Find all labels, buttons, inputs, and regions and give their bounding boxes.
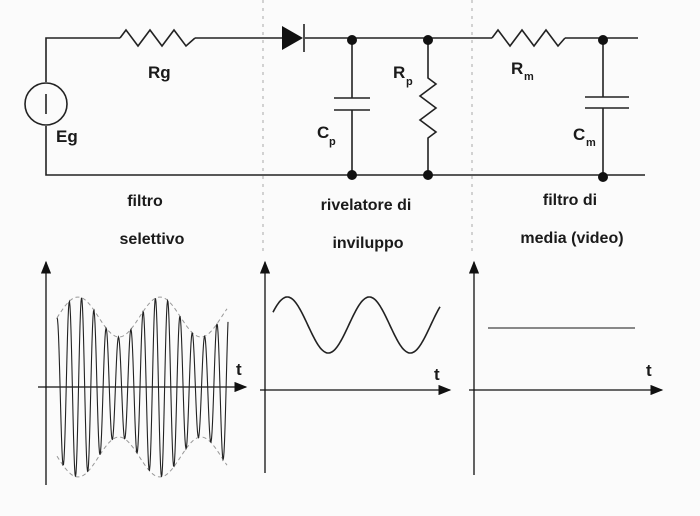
plot-dc-level: t (468, 260, 664, 475)
envelope-waveform (272, 296, 441, 354)
diode-icon (282, 24, 305, 52)
capacitor-cm-icon (585, 40, 629, 176)
capacitor-cp-icon (334, 40, 370, 175)
resistor-rg-icon (119, 28, 196, 48)
t-label-2: t (434, 365, 440, 384)
label-cm-sub: m (586, 137, 596, 149)
label-rm: R (511, 59, 523, 78)
wire-left (45, 37, 645, 176)
label-cp-sub: p (329, 136, 336, 148)
label-rp-sub: p (406, 76, 413, 88)
label-cp: C (317, 123, 329, 142)
label-rm-sub: m (524, 71, 534, 83)
voltage-source-icon (24, 82, 68, 126)
section-2-line-1: rivelatore di (321, 197, 412, 214)
t-label-3: t (646, 361, 652, 380)
resistor-rm-icon (491, 28, 566, 48)
section-1-line-2: selettivo (120, 231, 185, 248)
section-1-line-1: filtro (127, 193, 163, 210)
circuit: Eg Rg C p R p R m C m (24, 24, 645, 182)
label-rg: Rg (148, 63, 171, 82)
section-2-line-2: inviluppo (332, 235, 403, 252)
resistor-rp-icon (418, 40, 438, 175)
label-rp: R (393, 63, 405, 82)
plot-envelope: t (259, 260, 452, 473)
am-waveform (56, 297, 229, 477)
junction-dots (347, 35, 608, 182)
t-label-1: t (236, 360, 242, 379)
section-3-line-2: media (video) (520, 230, 623, 247)
label-cm: C (573, 125, 585, 144)
label-eg: Eg (56, 127, 78, 146)
plot-am-signal: t (38, 260, 248, 485)
section-3-line-1: filtro di (543, 192, 597, 209)
